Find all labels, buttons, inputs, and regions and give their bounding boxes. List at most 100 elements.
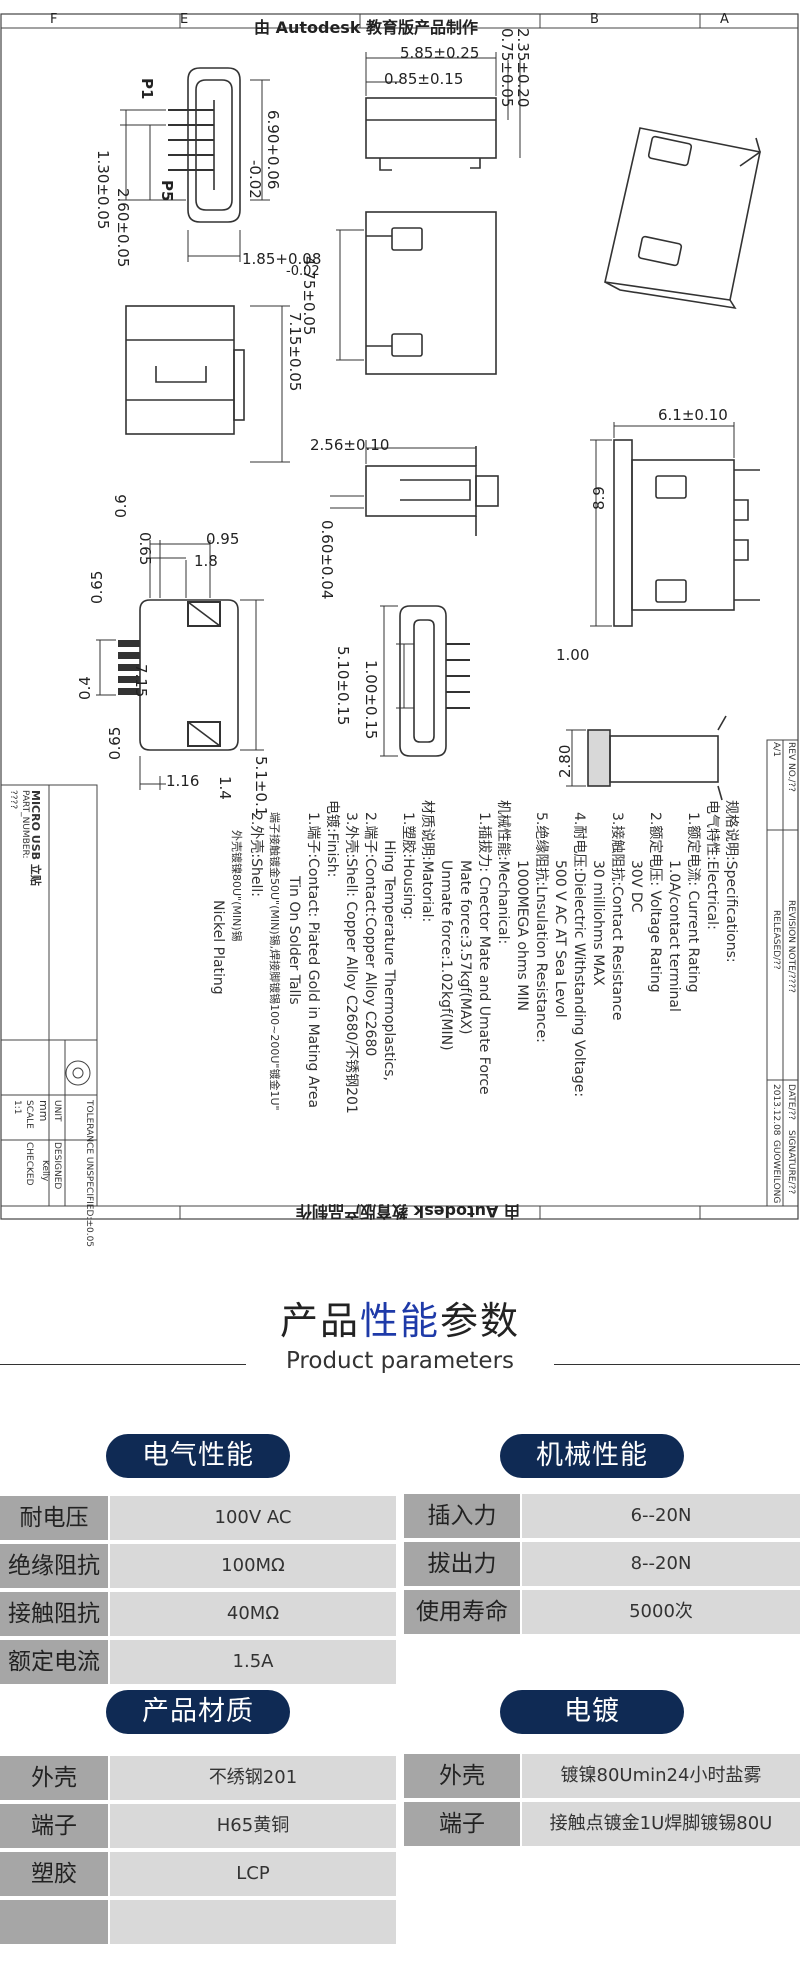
row-value: 镀镍80Umin24小时盐雾 [522, 1754, 800, 1798]
dim-label: 0.75±0.05 [498, 28, 516, 108]
table-row: 外壳 镀镍80Umin24小时盐雾 [404, 1754, 800, 1798]
row-key: 绝缘阻抗 [0, 1544, 108, 1588]
mechanical-heading: 机械性能 [500, 1434, 684, 1478]
row-key: 端子 [0, 1804, 108, 1848]
dim-label: 1.8 [194, 552, 218, 570]
revision-note: REVISION NOTE/???? [786, 900, 796, 993]
dim-label: 0.65 [88, 570, 106, 604]
table-row: 使用寿命 5000次 [404, 1590, 800, 1634]
spec-notes: 规格说明:Specifications:电气特性:Electrical:1.额定… [208, 800, 740, 1114]
row-value: 100V AC [110, 1496, 396, 1540]
dim-label: 2.80 [556, 744, 574, 778]
unit-value: mm [37, 1100, 50, 1122]
pin-label-p1: P1 [138, 78, 156, 100]
checked-label: CHECKED [24, 1142, 34, 1186]
row-value: LCP [110, 1852, 396, 1896]
dim-label: 2.35±0.20 [514, 28, 532, 108]
row-value: 1.5A [110, 1640, 396, 1684]
released-label: RELEASED/?? [771, 910, 781, 970]
spec-line: 1.0A/contact terminal [666, 860, 682, 1012]
spec-line: 2.额定电压: Voltage Rating [647, 812, 663, 993]
table-row [0, 1900, 396, 1944]
part-number-label: PART_NUMBER: [20, 790, 30, 859]
dim-label: 0.85±0.15 [384, 70, 464, 88]
spec-line: Mate force:3.57kgf(MAX) [457, 860, 473, 1035]
dim-label: 6.1±0.10 [658, 406, 728, 424]
spec-line: Nickel Plating [210, 900, 226, 995]
params-title-part1: 产品 [279, 1299, 360, 1343]
dim-label: 2.60±0.05 [114, 188, 132, 268]
scale-value: 1:1 [12, 1100, 22, 1115]
row-key: 额定电流 [0, 1640, 108, 1684]
dim-label: 0.60±0.04 [318, 520, 336, 600]
row-value: 6--20N [522, 1494, 800, 1538]
dim-label: 8.9 [590, 486, 608, 510]
rev-label: REV NO./?? [786, 742, 796, 792]
params-subtitle: Product parameters [285, 1348, 515, 1374]
spec-line: Unmate force:1.02kgf(MIN) [438, 860, 454, 1051]
spec-line: 1.额定电流: Current Rating [685, 812, 701, 993]
dim-label: 1.85+0.08 [242, 250, 322, 268]
material-heading: 产品材质 [106, 1690, 290, 1734]
row-value: 100MΩ [110, 1544, 396, 1588]
dim-label: 7.15±0.05 [286, 312, 304, 392]
table-row: 端子 接触点镀金1U焊脚镀锡80U [404, 1802, 800, 1846]
row-value: 接触点镀金1U焊脚镀锡80U [522, 1802, 800, 1846]
spec-line: 30 milliohms MAX [590, 860, 606, 986]
row-key: 外壳 [404, 1754, 520, 1798]
watermark-bottom: 由 Autodesk 教育版产品制作 [295, 1202, 520, 1221]
spec-line: 3.接触阻抗:Contact Resistance [609, 812, 625, 1021]
row-key: 使用寿命 [404, 1590, 520, 1634]
dim-label: 1.16 [166, 772, 200, 790]
spec-line: 1.塑胶:Housing: [400, 812, 416, 920]
divider-right [554, 1364, 800, 1365]
rev-value: A/1 [771, 742, 781, 757]
engineering-drawing: 由 Autodesk 教育版产品制作 由 Autodesk 教育版产品制作 F … [0, 12, 799, 1248]
dim-label: 1.00±0.15 [362, 660, 380, 740]
row-value: 5000次 [522, 1590, 800, 1634]
spec-line: 2.外壳:Shell: [248, 812, 264, 897]
spec-line: 1000MEGA ohms MIN [514, 860, 530, 1011]
spec-line: 规格说明:Specifications: [723, 800, 739, 963]
table-row: 拔出力 8--20N [404, 1542, 800, 1586]
row-key: 拔出力 [404, 1542, 520, 1586]
designed-value: Kelly [40, 1160, 50, 1182]
part-name: MICRO USB 立贴 [29, 790, 42, 886]
signature-label: SIGNATURE/?? [786, 1130, 796, 1195]
row-key: 外壳 [0, 1756, 108, 1800]
spec-line: 3.外壳:Shell: Copper Alloy C2680/不锈钢201 [343, 812, 359, 1114]
spec-line: 30V DC [628, 860, 644, 913]
col-letter-f: F [50, 12, 58, 27]
params-title-part2: 参数 [440, 1299, 521, 1343]
signature-value: GUOWEILONG [771, 1140, 781, 1204]
col-letter-b: B [590, 12, 599, 27]
dim-label: 2.56±0.10 [310, 436, 390, 454]
spec-line: 4.耐电压:Dielectric Withstanding Voltage: [571, 812, 587, 1098]
dim-label: 7.15 [132, 664, 150, 698]
pin-label-p5: P5 [158, 180, 176, 202]
table-row: 塑胶 LCP [0, 1852, 396, 1896]
dim-label: 0.95 [206, 530, 240, 548]
table-row: 额定电流 1.5A [0, 1640, 396, 1684]
dim-label: 0.6 [112, 494, 130, 518]
params-heading: 产品性能参数 [0, 1290, 800, 1345]
table-row: 端子 H65黄铜 [0, 1804, 396, 1848]
table-row: 接触阻抗 40MΩ [0, 1592, 396, 1636]
spec-line: Tin On Solder Talls [286, 876, 302, 1005]
row-value: 不绣钢201 [110, 1756, 396, 1800]
row-key: 耐电压 [0, 1496, 108, 1540]
watermark-top: 由 Autodesk 教育版产品制作 [254, 18, 479, 37]
dim-label: 5.10±0.15 [334, 646, 352, 726]
table-row: 耐电压 100V AC [0, 1496, 396, 1540]
col-letter-a: A [720, 12, 729, 27]
row-value: 40MΩ [110, 1592, 396, 1636]
spec-line: 电镀:Finish: [324, 800, 340, 878]
table-row: 绝缘阻抗 100MΩ [0, 1544, 396, 1588]
row-key [0, 1900, 108, 1944]
params-title: 产品性能参数 [280, 1299, 520, 1343]
spec-line: 500 V AC AT Sea Levol [552, 860, 568, 1018]
spec-line: 机械性能:Mechanical: [495, 800, 511, 945]
dim-label: 0.65 [136, 532, 154, 566]
spec-line: 端子接触镀金50U"(MIN)锡,焊接脚镀锡100~200U"镀金1U" [268, 812, 281, 1111]
tolerance: TOLERANCE UNSPECIFIED:±0.05 [84, 1100, 94, 1248]
